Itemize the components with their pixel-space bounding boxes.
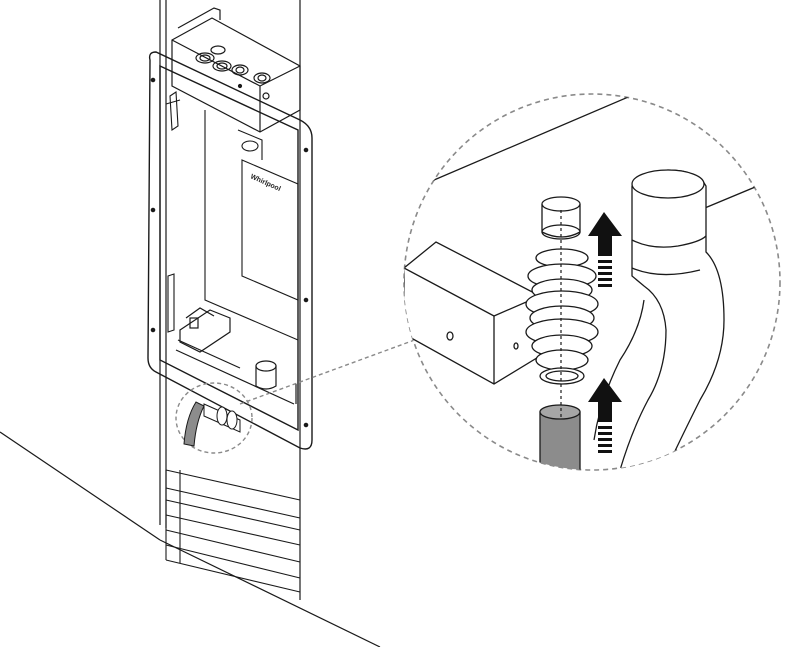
detail-callout-small bbox=[175, 382, 253, 454]
brand-label: Whirlpool bbox=[249, 173, 281, 193]
bellows-coupling bbox=[525, 248, 599, 385]
detail-callout-large bbox=[403, 93, 781, 471]
up-arrow-icon bbox=[588, 212, 622, 287]
inner-panel bbox=[165, 91, 299, 341]
cabinet-lower-slats bbox=[165, 469, 301, 593]
top-box bbox=[171, 7, 301, 133]
grey-hose bbox=[539, 411, 581, 470]
drain-bracket bbox=[175, 307, 297, 405]
callout-leader bbox=[239, 337, 421, 405]
mounting-frame bbox=[147, 51, 313, 450]
up-arrow-icon bbox=[588, 378, 622, 453]
small-hose bbox=[183, 401, 205, 447]
